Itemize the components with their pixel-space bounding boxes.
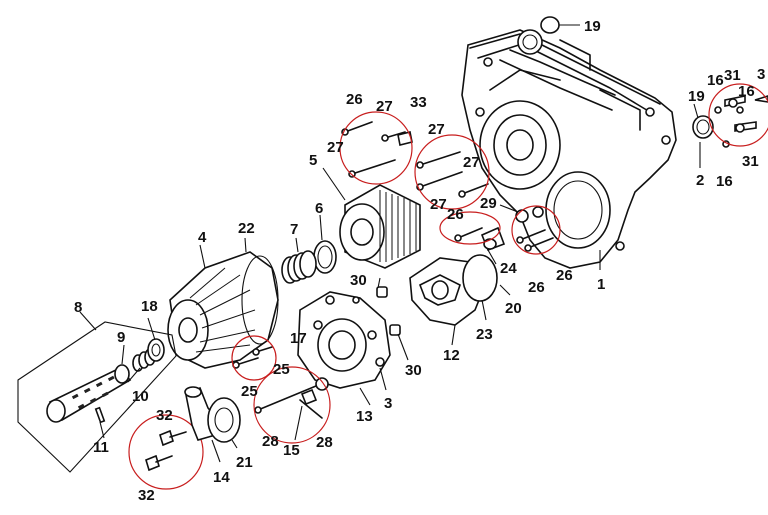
label-26-lower: 26 — [528, 279, 545, 296]
label-23: 23 — [476, 326, 493, 343]
label-27-mid: 27 — [428, 121, 445, 138]
label-3-pump: 3 — [384, 395, 392, 412]
label-6: 6 — [315, 200, 323, 217]
bolts-26-pair — [511, 205, 561, 255]
o-ring-19-top — [540, 16, 560, 34]
label-3-right: 3 — [757, 66, 765, 83]
bolts-upper-group — [339, 111, 413, 185]
label-13: 13 — [356, 408, 373, 425]
label-33: 33 — [410, 94, 427, 111]
label-25-left: 25 — [241, 383, 258, 400]
label-28-right: 28 — [316, 434, 333, 451]
filter-cover — [167, 251, 279, 369]
highlight-circle-bolts-32 — [128, 414, 204, 490]
label-30-lower: 30 — [405, 362, 422, 379]
highlight-circle-upper-bolts — [339, 111, 413, 185]
label-17: 17 — [290, 330, 307, 347]
oil-pump-body — [297, 291, 391, 389]
label-19-top: 19 — [584, 18, 601, 35]
label-14: 14 — [213, 469, 230, 486]
label-26-mid: 26 — [447, 206, 464, 223]
crankcase-cover — [461, 29, 677, 269]
label-18: 18 — [141, 298, 158, 315]
label-26-right: 26 — [556, 267, 573, 284]
label-32-bottom: 32 — [138, 487, 155, 504]
bolts-32-group — [128, 414, 204, 490]
bolt-26-mid — [439, 211, 501, 245]
oil-filter-element — [339, 184, 421, 269]
label-31-right-top: 31 — [724, 67, 741, 84]
label-30-upper: 30 — [350, 272, 367, 289]
bolts-28-group — [253, 366, 331, 444]
label-31-right-bottom: 31 — [742, 153, 759, 170]
label-26-top: 26 — [346, 91, 363, 108]
label-11: 11 — [93, 439, 109, 456]
highlight-circle-bolts-28 — [253, 366, 331, 444]
label-5: 5 — [309, 152, 317, 169]
label-7: 7 — [290, 221, 298, 238]
label-29: 29 — [480, 195, 497, 212]
label-20: 20 — [505, 300, 522, 317]
elbow-pipe — [184, 386, 241, 443]
highlight-circle-right — [708, 83, 768, 147]
label-19-right: 19 — [688, 88, 705, 105]
label-15: 15 — [283, 442, 300, 459]
label-27-top: 27 — [376, 98, 393, 115]
label-16-right-bottom: 16 — [716, 173, 733, 190]
label-32-top: 32 — [156, 407, 173, 424]
label-4: 4 — [198, 229, 207, 246]
dowel-30-upper — [376, 286, 388, 298]
label-2: 2 — [696, 172, 704, 189]
label-16-right-mid: 16 — [738, 83, 755, 100]
highlight-circle-bolts-25 — [231, 335, 277, 381]
label-27-left: 27 — [327, 139, 344, 156]
part-labels: 19 3 31 16 19 16 31 2 16 26 27 33 27 27 … — [74, 18, 765, 504]
leader-lines — [79, 103, 701, 463]
label-21: 21 — [236, 454, 253, 471]
label-16-right-top: 16 — [707, 72, 724, 89]
label-27-bottom: 27 — [430, 196, 447, 213]
label-9: 9 — [117, 329, 125, 346]
label-28-left: 28 — [262, 433, 279, 450]
bolts-25-group — [231, 335, 277, 381]
label-27-mid-right: 27 — [463, 154, 480, 171]
highlight-circle-bolts-26 — [511, 205, 561, 255]
bolts-right-group — [414, 134, 490, 210]
o-ring-20 — [462, 254, 498, 302]
spring-7 — [281, 250, 317, 284]
label-22: 22 — [238, 220, 255, 237]
label-12: 12 — [443, 347, 460, 364]
highlight-circle-bolt-26 — [439, 211, 501, 245]
label-8: 8 — [74, 299, 82, 316]
dowel-30-lower — [389, 324, 401, 336]
label-1: 1 — [597, 276, 605, 293]
label-24: 24 — [500, 260, 517, 277]
label-25-right: 25 — [273, 361, 290, 378]
label-10: 10 — [132, 388, 149, 405]
highlight-circle-right-bolts — [414, 134, 490, 210]
bolt-24 — [480, 226, 506, 252]
right-fasteners — [692, 83, 768, 148]
